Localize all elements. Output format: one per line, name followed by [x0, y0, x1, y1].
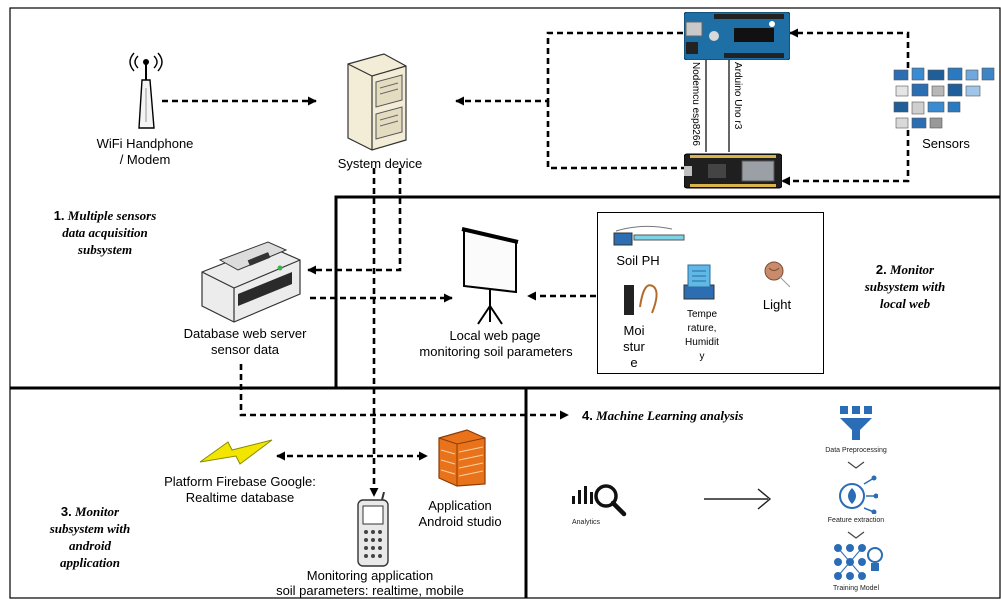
- subsystem3-text-line2: subsystem with: [49, 521, 131, 536]
- server-icon: [347, 53, 407, 151]
- subsystem1-text-line2: data acquisition: [62, 225, 148, 240]
- sensors-to-arduino-arrow: [789, 28, 910, 68]
- database-to-ml-arrow: [239, 364, 569, 420]
- subsystem3-number: 3.: [60, 504, 72, 519]
- arduino-vertical-label: Arduino Uno r3: [732, 62, 743, 130]
- arduino-board-icon: [684, 12, 790, 60]
- chevron-down-icon: [847, 531, 865, 539]
- subsystem4-number: 4.: [582, 408, 593, 423]
- temperature-label-line1: Tempe: [686, 309, 717, 320]
- firebase-label-line2: Realtime database: [185, 490, 295, 505]
- temperature-label-line4: y: [699, 351, 705, 362]
- arrow-right-icon: [704, 488, 772, 510]
- sensors-to-nodemcu-arrow: [781, 130, 910, 186]
- sensors-label: Sensors: [922, 136, 970, 151]
- chevron-down-icon: [847, 461, 865, 469]
- android-label-line2: Android studio: [418, 514, 502, 529]
- funnel-icon: [840, 406, 872, 440]
- subsystem2-text-line2: subsystem with: [864, 279, 946, 294]
- moisture-label-line3: e: [630, 355, 638, 370]
- subsystem1-number: 1.: [53, 208, 65, 223]
- nodemcu-loop-line: [546, 101, 684, 170]
- database-label-line2: sensor data: [211, 342, 279, 357]
- subsystem1-text-line1: Multiple sensors: [67, 208, 157, 223]
- soil-sensors-box: Soil PH Moi stur e Tempe rature, Humidit…: [597, 212, 824, 374]
- subsystem4-title: 4. Machine Learning analysis: [582, 408, 782, 423]
- temperature-label-line2: rature,: [687, 323, 717, 334]
- mobile-label-line2: soil parameters: realtime, mobile: [276, 583, 464, 598]
- moisture-sensor-icon: [624, 284, 658, 315]
- subsystem4-text: Machine Learning analysis: [596, 408, 744, 423]
- ldr-sensor-icon: [764, 261, 791, 288]
- subsystem2-text-line1: Monitor: [890, 262, 935, 277]
- android-label-line1: Application: [428, 498, 492, 513]
- local-web-label-line1: Local web page: [449, 328, 541, 343]
- subsystem1-text-line3: subsystem: [77, 242, 133, 257]
- subsystem2-title: 2. Monitor: [840, 262, 970, 277]
- firebase-label-line1: Platform Firebase Google:: [164, 474, 316, 489]
- local-web-label-line2: monitoring soil parameters: [419, 344, 573, 359]
- analytics-icon: [572, 484, 627, 517]
- projector-screen-icon: [461, 227, 519, 325]
- mobile-label-line1: Monitoring application: [306, 568, 434, 583]
- server-to-database-arrow: [307, 168, 402, 275]
- wifi-label-line2: / Modem: [119, 152, 171, 167]
- wifi-label: WiFi Handphone: [96, 136, 194, 151]
- antenna-icon: [129, 52, 163, 129]
- subsystem3-text-line4: application: [60, 555, 120, 570]
- subsystem1-title: 1. Multiple sensors: [30, 208, 180, 223]
- soil-ph-label: Soil PH: [616, 253, 660, 268]
- outer-frame: [9, 7, 1001, 599]
- subsystem3-text-line1: Monitor: [75, 504, 120, 519]
- lightning-icon: [199, 439, 273, 465]
- analytics-label: Analytics: [571, 519, 600, 526]
- moisture-label-line2: stur: [623, 339, 645, 354]
- nodemcu-board-icon: [684, 153, 782, 189]
- training-model-label: Training Model: [832, 585, 880, 592]
- bulb-icon: [867, 547, 883, 571]
- nodemcu-vertical-label: Nodemcu esp8266: [690, 62, 701, 146]
- firewall-icon: [438, 429, 486, 487]
- sensors-collage-icon: [893, 67, 995, 129]
- subsystem3-text-line3: android: [69, 538, 111, 553]
- subsystem2-text-line3: local web: [879, 296, 931, 311]
- feature-extraction-label: Feature extraction: [827, 517, 885, 524]
- network-icon: [834, 544, 866, 580]
- printer-server-icon: [201, 241, 301, 323]
- phone-icon: [357, 492, 389, 567]
- subsystem2-number: 2.: [875, 262, 887, 277]
- light-label: Light: [762, 297, 792, 312]
- subsystem3-title: 3. Monitor: [30, 504, 150, 519]
- database-label-line1: Database web server: [183, 326, 307, 341]
- feature-icon: [839, 475, 878, 514]
- dht-sensor-icon: [683, 264, 715, 300]
- ph-probe-icon: [613, 225, 685, 246]
- data-preprocessing-label: Data Preprocessing: [825, 447, 887, 454]
- moisture-label-line1: Moi: [623, 323, 645, 338]
- arduino-to-server-arrow: [455, 31, 683, 106]
- system-device-label: System device: [337, 156, 423, 171]
- local-web-partition: [334, 195, 1000, 388]
- temperature-label-line3: Humidit: [685, 337, 719, 348]
